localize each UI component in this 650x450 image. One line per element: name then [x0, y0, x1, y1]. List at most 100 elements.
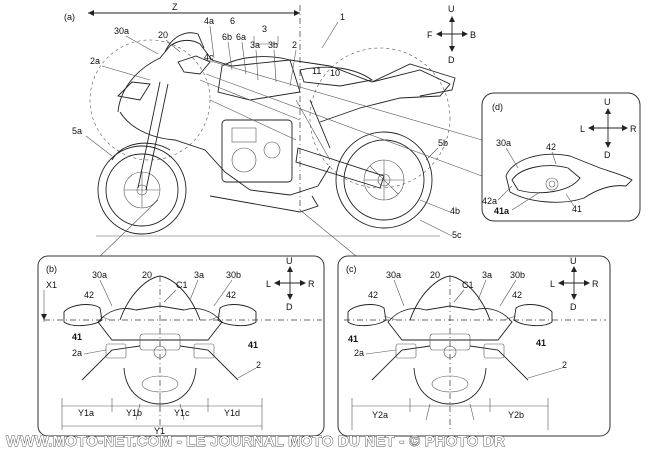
- label-3b: 3b: [268, 40, 278, 50]
- z-arrow-left: [88, 10, 94, 16]
- mirror-detail: [505, 153, 633, 203]
- label-b-Y1: Y1: [154, 426, 165, 436]
- label-b-Y1d: Y1d: [224, 408, 240, 418]
- label-3: 3: [262, 24, 267, 34]
- front-view-b: [63, 275, 257, 421]
- rear-wheel: [335, 131, 433, 229]
- label-1: 1: [340, 12, 345, 22]
- figure-a: (a) Z 1 U D F B: [64, 2, 476, 240]
- connector-to-c: [299, 209, 357, 257]
- figure-a-label: (a): [64, 12, 75, 22]
- label-10: 10: [330, 68, 340, 78]
- label-b-2: 2: [256, 360, 261, 370]
- label-b-30b: 30b: [226, 270, 241, 280]
- dir-d-down: D: [604, 150, 611, 160]
- label-c-Y2b: Y2b: [508, 410, 524, 420]
- label-b-2a: 2a: [72, 348, 82, 358]
- dir-b-left: L: [266, 279, 271, 289]
- label-b-30a: 30a: [92, 270, 107, 280]
- dir-c-up: U: [570, 256, 577, 266]
- label-b-C1: C1: [176, 280, 188, 290]
- motorcycle-body: [96, 32, 456, 237]
- figure-c-label: (c): [346, 264, 357, 274]
- label-5a: 5a: [72, 126, 82, 136]
- dir-c-right: R: [592, 279, 599, 289]
- label-d-42: 42: [546, 142, 556, 152]
- connector-to-d-top: [199, 57, 483, 141]
- label-11: 11: [312, 66, 321, 76]
- leader-1: [321, 21, 339, 49]
- label-c-C1: C1: [462, 280, 474, 290]
- dir-d-left: L: [580, 124, 585, 134]
- label-5c: 5c: [452, 230, 462, 240]
- reference-circle-front: [89, 39, 211, 161]
- label-4a: 4a: [204, 16, 214, 26]
- label-4c: 4c: [204, 52, 214, 62]
- label-5b: 5b: [438, 138, 448, 148]
- label-c-41-left: 41: [348, 334, 358, 344]
- label-d-41a: 41a: [494, 206, 510, 216]
- label-20: 20: [158, 30, 168, 40]
- label-b-Y1a: Y1a: [78, 408, 94, 418]
- figure-b: (b) U D L R: [37, 255, 325, 437]
- label-2: 2: [292, 40, 297, 50]
- direction-indicator-b: U D L R: [266, 256, 315, 312]
- label-6a: 6a: [236, 32, 246, 42]
- label-30a: 30a: [114, 26, 129, 36]
- dir-back: B: [470, 30, 476, 40]
- label-2a: 2a: [90, 56, 100, 66]
- label-6: 6: [230, 16, 235, 26]
- label-c-41-right: 41: [536, 338, 546, 348]
- label-d-30a: 30a: [496, 138, 511, 148]
- dir-c-down: D: [570, 302, 577, 312]
- label-3a: 3a: [250, 40, 260, 50]
- front-view-c: [347, 275, 553, 421]
- label-c-42-right: 42: [512, 290, 522, 300]
- z-arrow-right: [294, 10, 300, 16]
- label-c-30b: 30b: [510, 270, 525, 280]
- label-c-2: 2: [562, 360, 567, 370]
- label-c-Y2a: Y2a: [372, 410, 388, 420]
- label-4b: 4b: [450, 206, 460, 216]
- label-c-30a: 30a: [386, 270, 401, 280]
- label-Z: Z: [172, 2, 178, 12]
- label-b-20: 20: [142, 270, 152, 280]
- watermark-text: WWW.MOTO-NET.COM - LE JOURNAL MOTO DU NE…: [6, 433, 505, 450]
- label-c-2a: 2a: [354, 348, 364, 358]
- label-c-20: 20: [430, 270, 440, 280]
- figure-c: (c) U D L R: [337, 255, 611, 437]
- label-c-3a: 3a: [482, 270, 492, 280]
- dir-d-up: U: [604, 97, 611, 107]
- dir-up: U: [448, 4, 455, 14]
- dir-front: F: [427, 30, 433, 40]
- label-d-42a: 42a: [482, 196, 497, 206]
- dir-down: D: [448, 55, 455, 65]
- direction-indicator-c: U D L R: [550, 256, 599, 312]
- direction-indicator-d: U D L R: [580, 97, 637, 160]
- label-b-X1: X1: [46, 280, 57, 290]
- connector-to-d-bottom: [205, 73, 483, 177]
- figure-b-label: (b): [46, 264, 57, 274]
- dir-b-right: R: [308, 279, 315, 289]
- dir-d-right: R: [630, 124, 637, 134]
- figure-d: (d) U D L R 30a 42 42a 41a 41: [481, 92, 641, 222]
- label-b-Y1b: Y1b: [126, 408, 142, 418]
- panel-c: [337, 255, 611, 437]
- label-6b: 6b: [222, 32, 232, 42]
- label-d-41: 41: [572, 204, 582, 214]
- label-c-42-left: 42: [368, 290, 378, 300]
- label-b-42-right: 42: [226, 290, 236, 300]
- label-b-41-left: 41: [72, 332, 82, 342]
- label-b-41-right: 41: [248, 340, 258, 350]
- label-b-42-left: 42: [84, 290, 94, 300]
- dir-b-up: U: [286, 256, 293, 266]
- dir-c-left: L: [550, 279, 555, 289]
- label-b-3a: 3a: [194, 270, 204, 280]
- front-wheel: [97, 145, 187, 235]
- direction-indicator-a: U D F B: [427, 4, 476, 65]
- label-b-Y1c: Y1c: [174, 408, 190, 418]
- figure-d-label: (d): [492, 102, 503, 112]
- connector-to-b: [93, 199, 159, 263]
- dir-b-down: D: [286, 302, 293, 312]
